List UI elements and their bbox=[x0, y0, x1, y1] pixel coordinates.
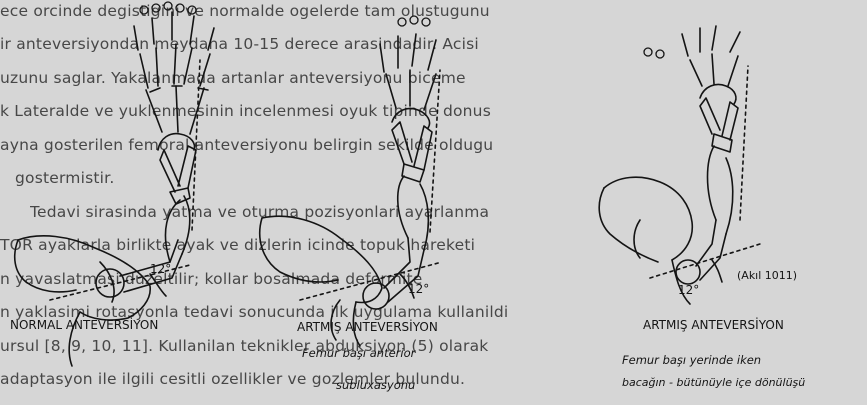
femur-drawing-3 bbox=[676, 26, 740, 284]
figure-3-description: bacağın - bütünüyle içe dönülüşü bbox=[622, 376, 805, 389]
angle-label-2: 12° bbox=[408, 282, 429, 296]
axis-lines-3 bbox=[650, 66, 760, 278]
femur-drawing-1 bbox=[96, 12, 214, 297]
pelvis-drawing-1 bbox=[15, 236, 150, 366]
source-note: (Akıl 1011) bbox=[737, 269, 797, 282]
figure-1-caption: NORMAL ANTEVERSİYON bbox=[10, 318, 158, 332]
angle-label-1: 12° bbox=[150, 262, 171, 276]
femur-drawing-2 bbox=[363, 34, 436, 309]
figure-3-description: Femur başı yerinde iken bbox=[622, 353, 761, 367]
toe-bone-dots bbox=[140, 2, 664, 58]
figure-2-caption: ARTMIŞ ANTEVERSİYON bbox=[297, 320, 438, 334]
figure-2-description: Femur başı anterior bbox=[302, 346, 415, 360]
angle-arc-1 bbox=[150, 274, 166, 296]
figure-2-description: subluxasyonu bbox=[336, 378, 415, 392]
angle-label-3: 12° bbox=[678, 283, 699, 297]
angle-arc-3 bbox=[712, 260, 722, 282]
figure-3-caption: ARTMIŞ ANTEVERSİYON bbox=[643, 318, 784, 332]
